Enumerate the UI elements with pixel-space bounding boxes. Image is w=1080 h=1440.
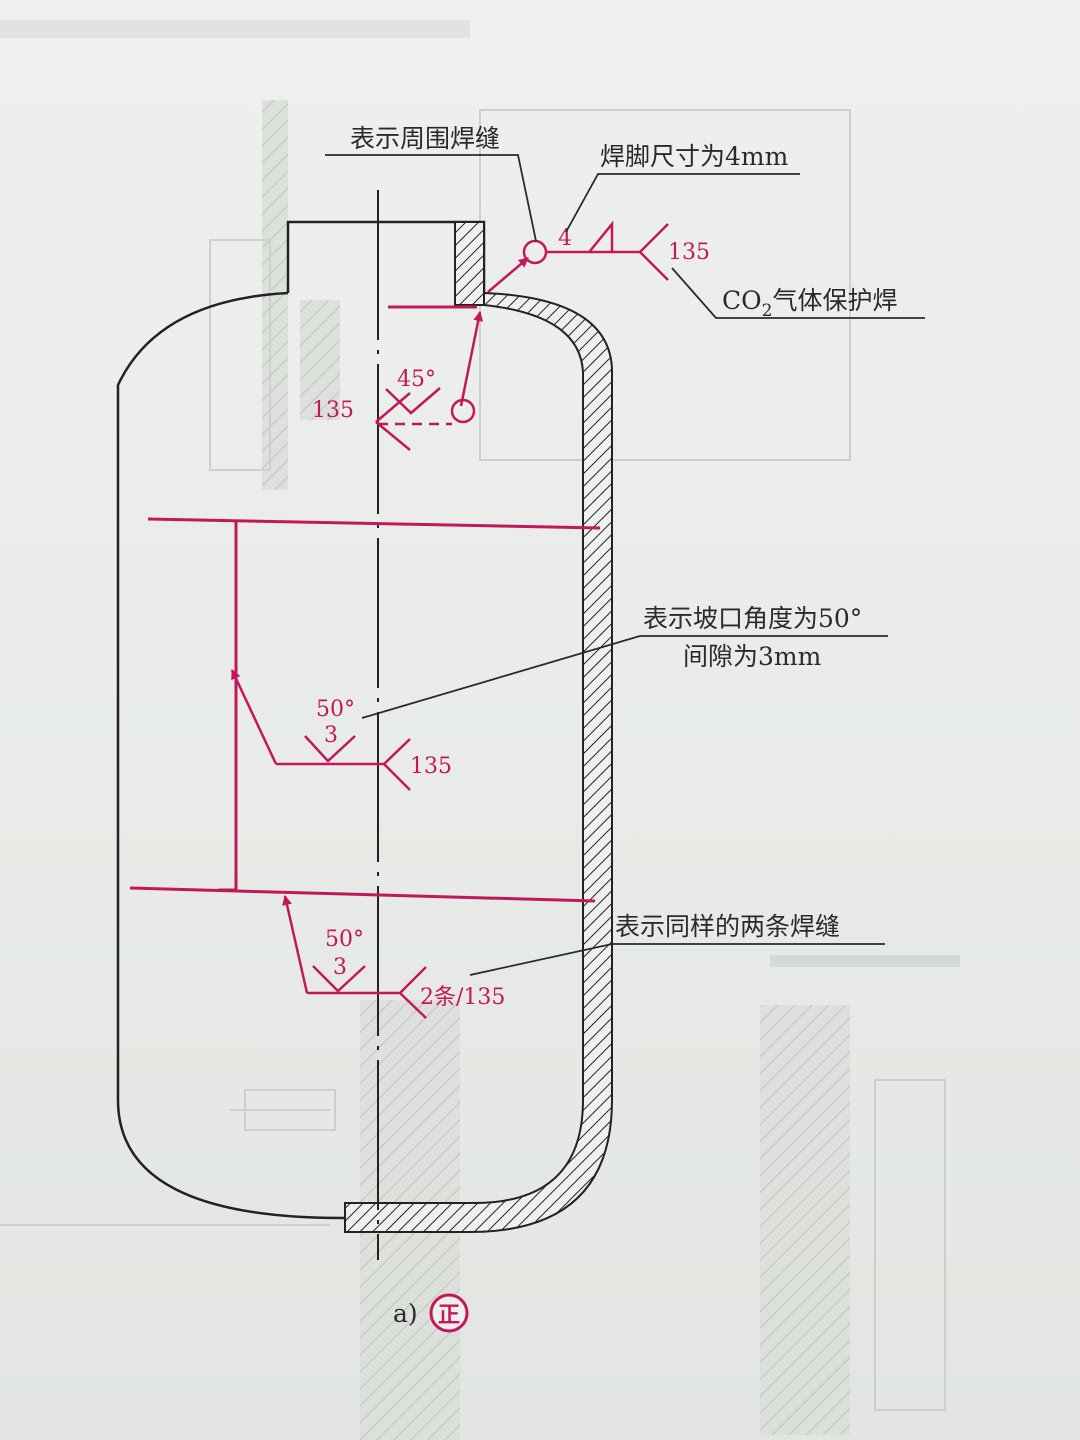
- fillet-weld-symbol: [487, 220, 669, 293]
- mid-gap-label: 3: [324, 723, 338, 748]
- callout-bevel-angle: 表示坡口角度为50°: [643, 604, 862, 633]
- weld-around-circle-2: [450, 398, 476, 424]
- fillet-triangle: [589, 220, 614, 252]
- vessel-wall-hatching: [344, 221, 613, 1233]
- nozzle-wall-hatching: [454, 221, 485, 306]
- fillet-process-label: 135: [668, 240, 710, 265]
- v-weld-symbol-bottom: [282, 895, 427, 1019]
- bevel-weld-symbol-45: [375, 311, 484, 451]
- mid-angle-label: 50°: [316, 697, 355, 722]
- bottom-process-label: 2条/135: [420, 985, 505, 1010]
- orthographic-badge: [429, 1293, 469, 1333]
- bevel-angle-label: 45°: [397, 367, 436, 392]
- weld-seams: [129, 305, 601, 903]
- v-groove-50-bottom: [312, 965, 366, 993]
- v-groove-50-mid: [304, 735, 356, 763]
- fillet-size-label: 4: [558, 226, 572, 251]
- vessel: [116, 220, 602, 1220]
- orthographic-badge-text: 正: [438, 1303, 460, 1328]
- longitudinal-seam: [218, 522, 238, 892]
- callout-gap: 间隙为3mm: [683, 642, 822, 671]
- vessel-outline: [116, 220, 602, 1220]
- mid-process-label: 135: [410, 754, 452, 779]
- callout-all-around: 表示周围焊缝: [350, 124, 500, 153]
- bottom-gap-label: 3: [333, 955, 347, 980]
- callout-co2-welding: CO2气体保护焊: [722, 286, 897, 321]
- weld-around-circle: [522, 239, 548, 265]
- callout-leg-size: 焊脚尺寸为4mm: [600, 142, 789, 171]
- v-weld-symbol-middle: [230, 669, 411, 791]
- bottom-angle-label: 50°: [325, 927, 364, 952]
- callout-leaders: [325, 154, 925, 976]
- figure-caption: a): [393, 1299, 418, 1328]
- bevel-process-label: 135: [312, 398, 354, 423]
- v-groove-45: [385, 387, 441, 415]
- callout-two-welds: 表示同样的两条焊缝: [615, 912, 840, 941]
